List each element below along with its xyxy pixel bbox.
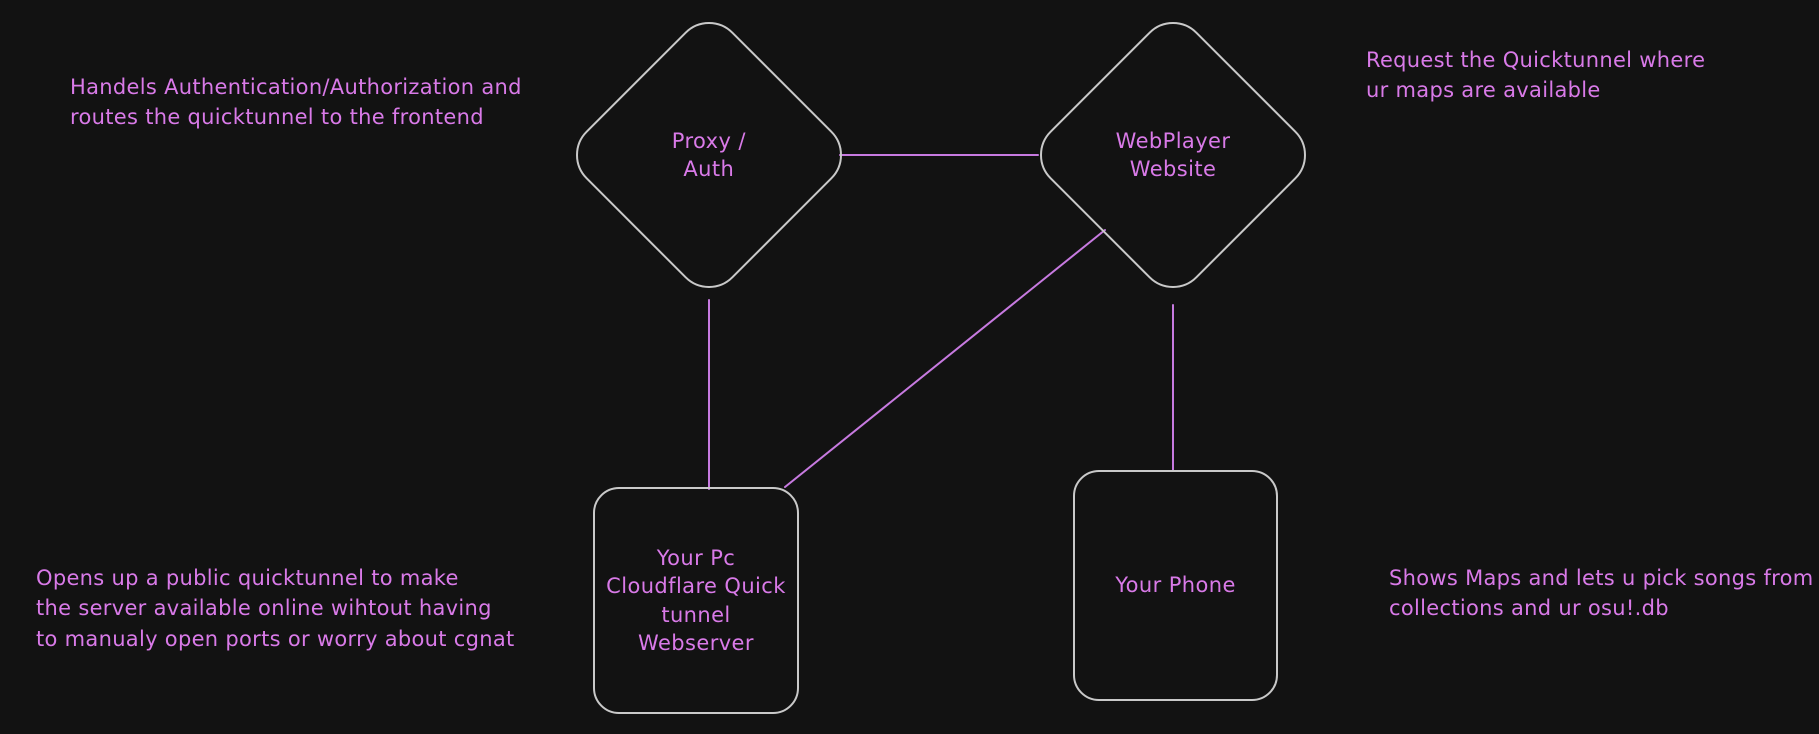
node-your-phone[interactable]: Your Phone — [1073, 470, 1278, 701]
node-proxy-auth-label: Proxy / Auth — [671, 128, 747, 181]
node-your-pc-label: Your Pc Cloudflare Quick tunnel Webserve… — [606, 545, 786, 655]
node-proxy-auth[interactable]: Proxy / Auth — [561, 7, 857, 303]
note-your-phone: Shows Maps and lets u pick songs from co… — [1389, 566, 1814, 621]
node-webplayer-website[interactable]: WebPlayer Website — [1025, 7, 1321, 303]
note-proxy-auth: Handels Authentication/Authorization and… — [70, 75, 522, 130]
node-your-phone-label: Your Phone — [1115, 573, 1236, 598]
note-webplayer: Request the Quicktunnel where ur maps ar… — [1366, 48, 1706, 103]
note-your-pc: Opens up a public quicktunnel to make th… — [36, 566, 515, 651]
node-your-pc[interactable]: Your Pc Cloudflare Quick tunnel Webserve… — [593, 487, 799, 714]
node-webplayer-website-label: WebPlayer Website — [1115, 128, 1231, 181]
